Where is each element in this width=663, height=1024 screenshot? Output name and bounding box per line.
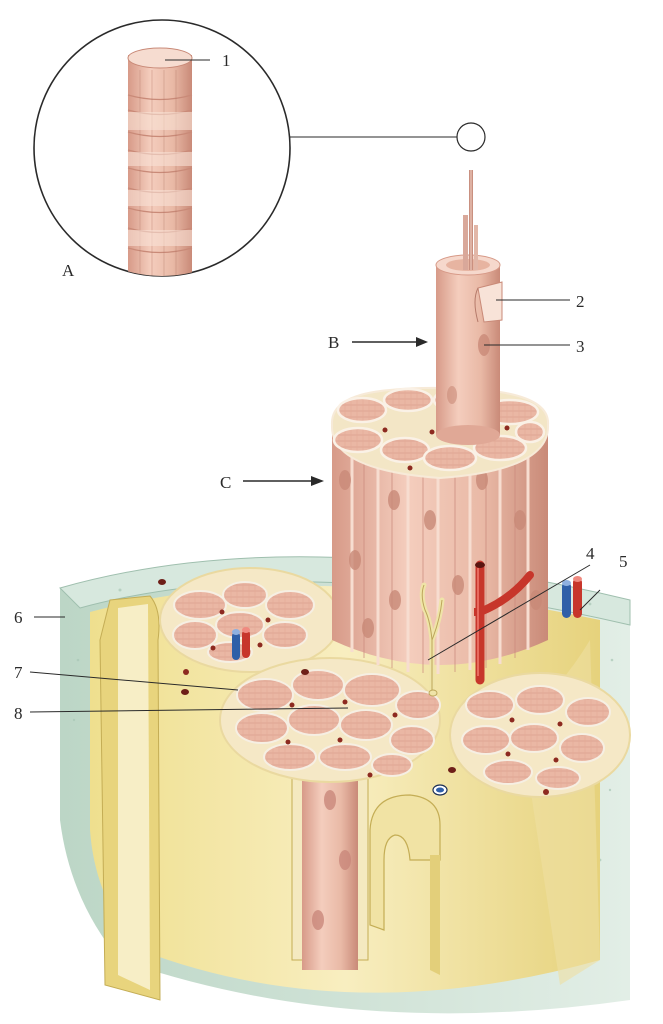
label-b: B [328, 334, 339, 351]
label-8: 8 [14, 705, 23, 722]
arrow-b [352, 337, 428, 347]
fascicle-right [450, 673, 630, 797]
label-7: 7 [14, 664, 23, 681]
label-4: 4 [586, 545, 595, 562]
small-vessel-pair [433, 785, 447, 795]
single-muscle-fiber [436, 170, 502, 445]
label-3: 3 [576, 338, 585, 355]
label-a: A [62, 262, 74, 279]
arrow-c [243, 476, 324, 486]
label-5: 5 [619, 553, 628, 570]
label-6: 6 [14, 609, 23, 626]
label-2: 2 [576, 293, 585, 310]
label-c: C [220, 474, 231, 491]
fascicle-center [220, 658, 440, 782]
magnified-myofibril [34, 20, 485, 285]
label-1: 1 [222, 52, 231, 69]
